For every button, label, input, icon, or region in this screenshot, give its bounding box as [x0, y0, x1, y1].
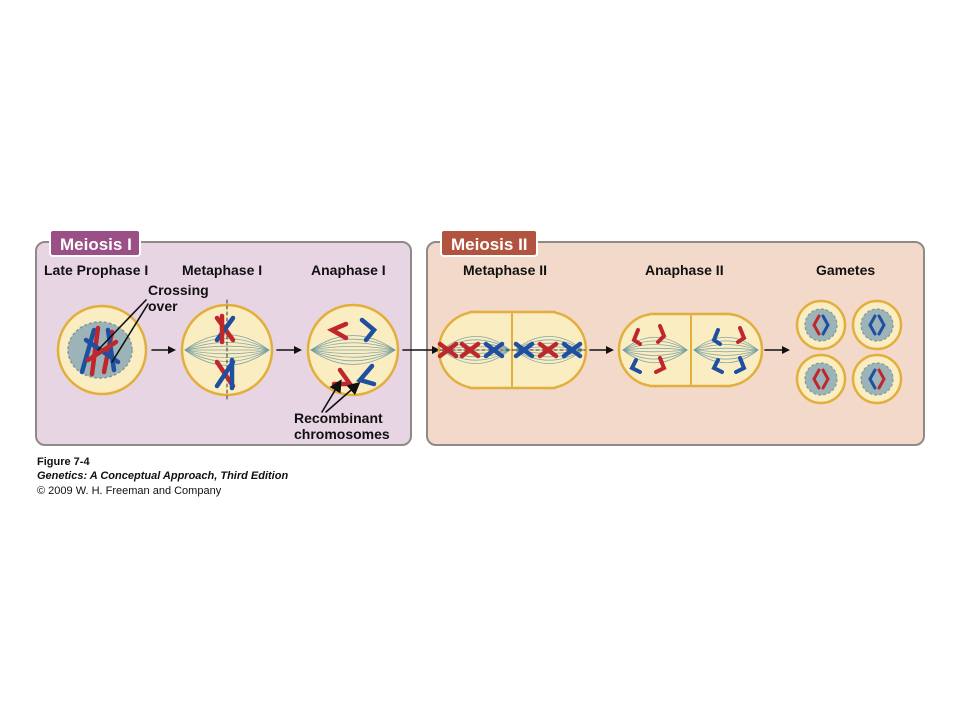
- spindle-fiber-a2r: [693, 349, 759, 360]
- stage-metaphase-1: Metaphase I: [182, 262, 263, 278]
- anaphase2-chromosome-5: [736, 326, 747, 344]
- spindle-fiber-a2l: [622, 349, 688, 363]
- spindle-fiber-a1: [310, 335, 396, 351]
- arrow-anaphase-2-to-gametes-head: [782, 346, 790, 354]
- recombinant-pointer-1: [321, 379, 342, 413]
- metaphase2-chromosome-0b: [437, 341, 459, 359]
- spindle-fiber-a2r: [693, 347, 759, 351]
- metaphase2-chromosome-2b: [483, 341, 505, 359]
- anaphase2-chromosome-4: [711, 328, 722, 346]
- spindle-fiber-a2r: [693, 344, 759, 351]
- metaphase1-chromosome-1: [214, 315, 236, 343]
- spindle-fiber-a2r: [693, 337, 759, 351]
- spindle-fiber-a2l: [622, 349, 688, 353]
- spindle-fiber-m1: [184, 349, 270, 366]
- spindle-fiber-m2l: [441, 349, 511, 364]
- gamete-chromosome-3b: [877, 368, 886, 390]
- arrow-prophase-to-metaphase-head: [168, 346, 176, 354]
- stage-anaphase-2: Anaphase II: [645, 262, 724, 278]
- anaphase2-chromosome-1: [656, 324, 667, 344]
- metaphase2-chromosome-1b: [459, 341, 481, 359]
- spindle-fiber-m2l: [441, 349, 511, 361]
- spindle-fiber-a1: [310, 349, 396, 355]
- gamete-chromosome-0a: [812, 314, 821, 336]
- anaphase1-chromosome-3: [356, 363, 377, 387]
- gamete-chromosome-0b: [821, 314, 830, 336]
- spindle-fiber-a1: [310, 349, 396, 362]
- gamete-nucleus-0: [804, 308, 838, 342]
- anaphase2-chromosome-3: [654, 356, 667, 374]
- stage-gametes: Gametes: [816, 262, 876, 278]
- recombinant-pointer-2: [325, 381, 361, 413]
- meiosis-1-label: Meiosis I: [49, 229, 141, 257]
- anaphase2-chromosome-6: [711, 358, 724, 374]
- anaphase2-chromosome-7: [734, 356, 747, 374]
- recombinant-line-2: chromosomes: [294, 426, 390, 442]
- arrow-metaphase-2-to-anaphase-2-head: [606, 346, 614, 354]
- recombinant-line-1: Recombinant: [294, 410, 383, 426]
- gamete-chromosome-2a: [812, 368, 821, 390]
- prophase-chromosome-0: [79, 327, 97, 375]
- crossing-over-pointer-1: [97, 299, 147, 351]
- spindle-fiber-a2l: [622, 349, 688, 356]
- gamete-chromosome-2b: [821, 368, 830, 390]
- anaphase1-chromosome-1: [359, 317, 378, 343]
- anaphase2-chromosome-0: [631, 328, 642, 346]
- stage-anaphase-1: Anaphase I: [311, 262, 386, 278]
- spindle-fiber-a2r: [693, 340, 759, 351]
- anaphase2-chromosome-2: [629, 358, 642, 374]
- spindle-fiber-a1: [310, 342, 396, 351]
- meiosis-2-label: Meiosis II: [440, 229, 538, 257]
- spindle-fiber-a1: [310, 345, 396, 351]
- spindle-fiber-a1: [310, 349, 396, 358]
- spindle-fiber-a2l: [622, 340, 688, 351]
- arrow-meiosis-1-to-2-head: [432, 346, 440, 354]
- spindle-fiber-m2l: [441, 339, 511, 351]
- metaphase2-chromosome-5b: [561, 341, 583, 359]
- gamete-chromosome-3a: [868, 368, 877, 390]
- spindle-fiber-a2l: [622, 349, 688, 360]
- spindle-fiber-a2r: [693, 349, 759, 353]
- anaphase1-chromosome-0: [326, 321, 349, 341]
- spindle-fiber-m1: [184, 349, 270, 359]
- recombinant-chromosomes-label: Recombinant chromosomes: [294, 410, 390, 442]
- metaphase2-chromosome-4b: [537, 341, 559, 359]
- stage-metaphase-2: Metaphase II: [463, 262, 548, 278]
- spindle-fiber-a2r: [693, 349, 759, 363]
- gamete-chromosome-1b: [877, 314, 886, 336]
- stage-late-prophase-1: Late Prophase I: [44, 262, 149, 278]
- spindle-fiber-a1: [310, 338, 396, 351]
- gamete-nucleus-3: [860, 362, 894, 396]
- metaphase2-chromosome-3b: [513, 341, 535, 359]
- gamete-nucleus-2: [804, 362, 838, 396]
- spindle-fiber-a2l: [622, 337, 688, 351]
- spindle-fiber-a2l: [622, 344, 688, 351]
- figure-number: Figure 7-4: [37, 456, 90, 468]
- copyright: © 2009 W. H. Freeman and Company: [37, 485, 222, 497]
- spindle-fiber-m1: [184, 345, 270, 351]
- prophase-chromosome-1: [89, 325, 101, 377]
- gamete-chromosome-1a: [868, 314, 877, 336]
- crossing-over-line-1: Crossing: [148, 282, 209, 298]
- arrow-metaphase-to-anaphase-head: [294, 346, 302, 354]
- spindle-fiber-m2l: [441, 336, 511, 351]
- crossing-over-pointer-2: [111, 303, 149, 363]
- spindle-fiber-a2l: [622, 347, 688, 351]
- prophase-chromosome-3: [105, 327, 117, 373]
- prophase-chromosome-5: [85, 339, 119, 363]
- crossing-over-label: Crossing over: [148, 282, 209, 314]
- book-title: Genetics: A Conceptual Approach, Third E…: [37, 470, 289, 482]
- gamete-nucleus-1: [860, 308, 894, 342]
- spindle-fiber-a2r: [693, 349, 759, 356]
- spindle-fiber-a1: [310, 349, 396, 365]
- crossing-over-line-2: over: [148, 298, 178, 314]
